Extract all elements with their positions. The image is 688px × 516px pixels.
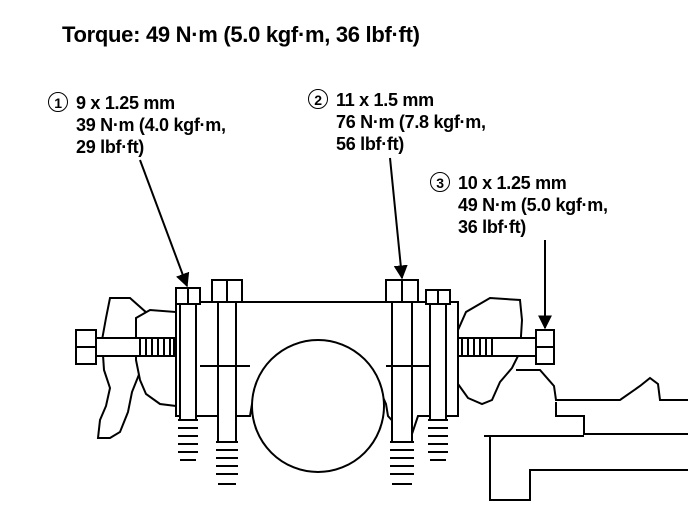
left-outer-bolt-thread [216, 441, 238, 485]
right-outer-bolt-shank [429, 303, 447, 421]
bolt-1-thread [178, 419, 198, 461]
bolt-size-1: 9 x 1.25 mm [76, 93, 175, 113]
bolt-2-thread [390, 441, 414, 485]
bolt-spec-2: 2 11 x 1.5 mm 76 N·m (7.8 kgf·m, 56 lbf·f… [308, 89, 486, 155]
center-bore-circle [251, 339, 385, 473]
torque-title: Torque: 49 N·m (5.0 kgf·m, 36 lbf·ft) [62, 22, 420, 47]
left-side-bolt-shank [95, 337, 175, 357]
bolt-torque-1b: 29 lbf·ft) [76, 137, 144, 157]
bolt-spec-1: 1 9 x 1.25 mm 39 N·m (4.0 kgf·m, 29 lbf·f… [48, 92, 226, 158]
left-bolt-thread [139, 338, 171, 356]
bolt-torque-1a: 39 N·m (4.0 kgf·m, [76, 115, 226, 135]
bolt-size-3: 10 x 1.25 mm [458, 173, 567, 193]
engine-block-right [516, 369, 688, 401]
callout-number-3: 3 [430, 172, 450, 192]
bolt-torque-2a: 76 N·m (7.8 kgf·m, [336, 112, 486, 132]
bolt-torque-3b: 36 lbf·ft) [458, 217, 526, 237]
right-outer-bolt-thread [428, 419, 448, 461]
left-boss-bracket [135, 308, 177, 408]
callout-arrow-1 [139, 159, 190, 288]
left-outer-bolt-shank [217, 301, 237, 443]
engine-block-step-1 [555, 402, 688, 435]
bolt-size-2: 11 x 1.5 mm [336, 90, 434, 110]
engine-block-step-2 [489, 436, 688, 501]
callout-arrow-2 [389, 157, 408, 280]
right-side-bolt-shank [457, 337, 539, 357]
bolt-1-shank [179, 303, 197, 421]
right-bolt-thread [461, 338, 493, 356]
bolt-torque-2b: 56 lbf·ft) [336, 134, 404, 154]
callout-number-1: 1 [48, 92, 68, 112]
callout-number-2: 2 [308, 89, 328, 109]
bolt-2-shank [391, 301, 413, 443]
bolt-torque-3a: 49 N·m (5.0 kgf·m, [458, 195, 608, 215]
bolt-spec-3: 3 10 x 1.25 mm 49 N·m (5.0 kgf·m, 36 lbf·… [430, 172, 608, 238]
